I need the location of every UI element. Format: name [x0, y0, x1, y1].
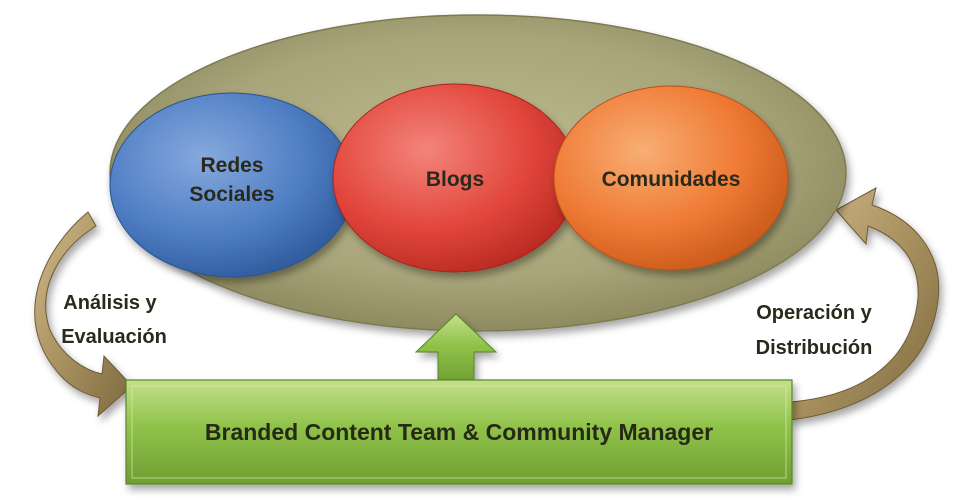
team-box: Branded Content Team & Community Manager [125, 379, 793, 485]
team-label: Branded Content Team & Community Manager [205, 419, 713, 445]
right-label-line1: Operación y [756, 302, 872, 324]
right-cycle-label: Operación y Distribución [756, 302, 873, 359]
right-label-line2: Distribución [756, 337, 873, 359]
node-blogs: Blogs [332, 83, 578, 273]
blogs-label: Blogs [426, 168, 484, 191]
redes-line1-label: Redes [200, 154, 263, 177]
left-cycle-arrow [34, 211, 133, 418]
redes-line2-label: Sociales [189, 183, 274, 206]
node-redes-sociales: Redes Sociales [109, 92, 355, 278]
comunidades-label: Comunidades [602, 168, 741, 191]
left-label-line1: Análisis y [63, 292, 157, 314]
node-comunidades: Comunidades [553, 85, 789, 271]
left-label-line2: Evaluación [61, 326, 167, 348]
left-cycle-label: Análisis y Evaluación [61, 292, 167, 348]
